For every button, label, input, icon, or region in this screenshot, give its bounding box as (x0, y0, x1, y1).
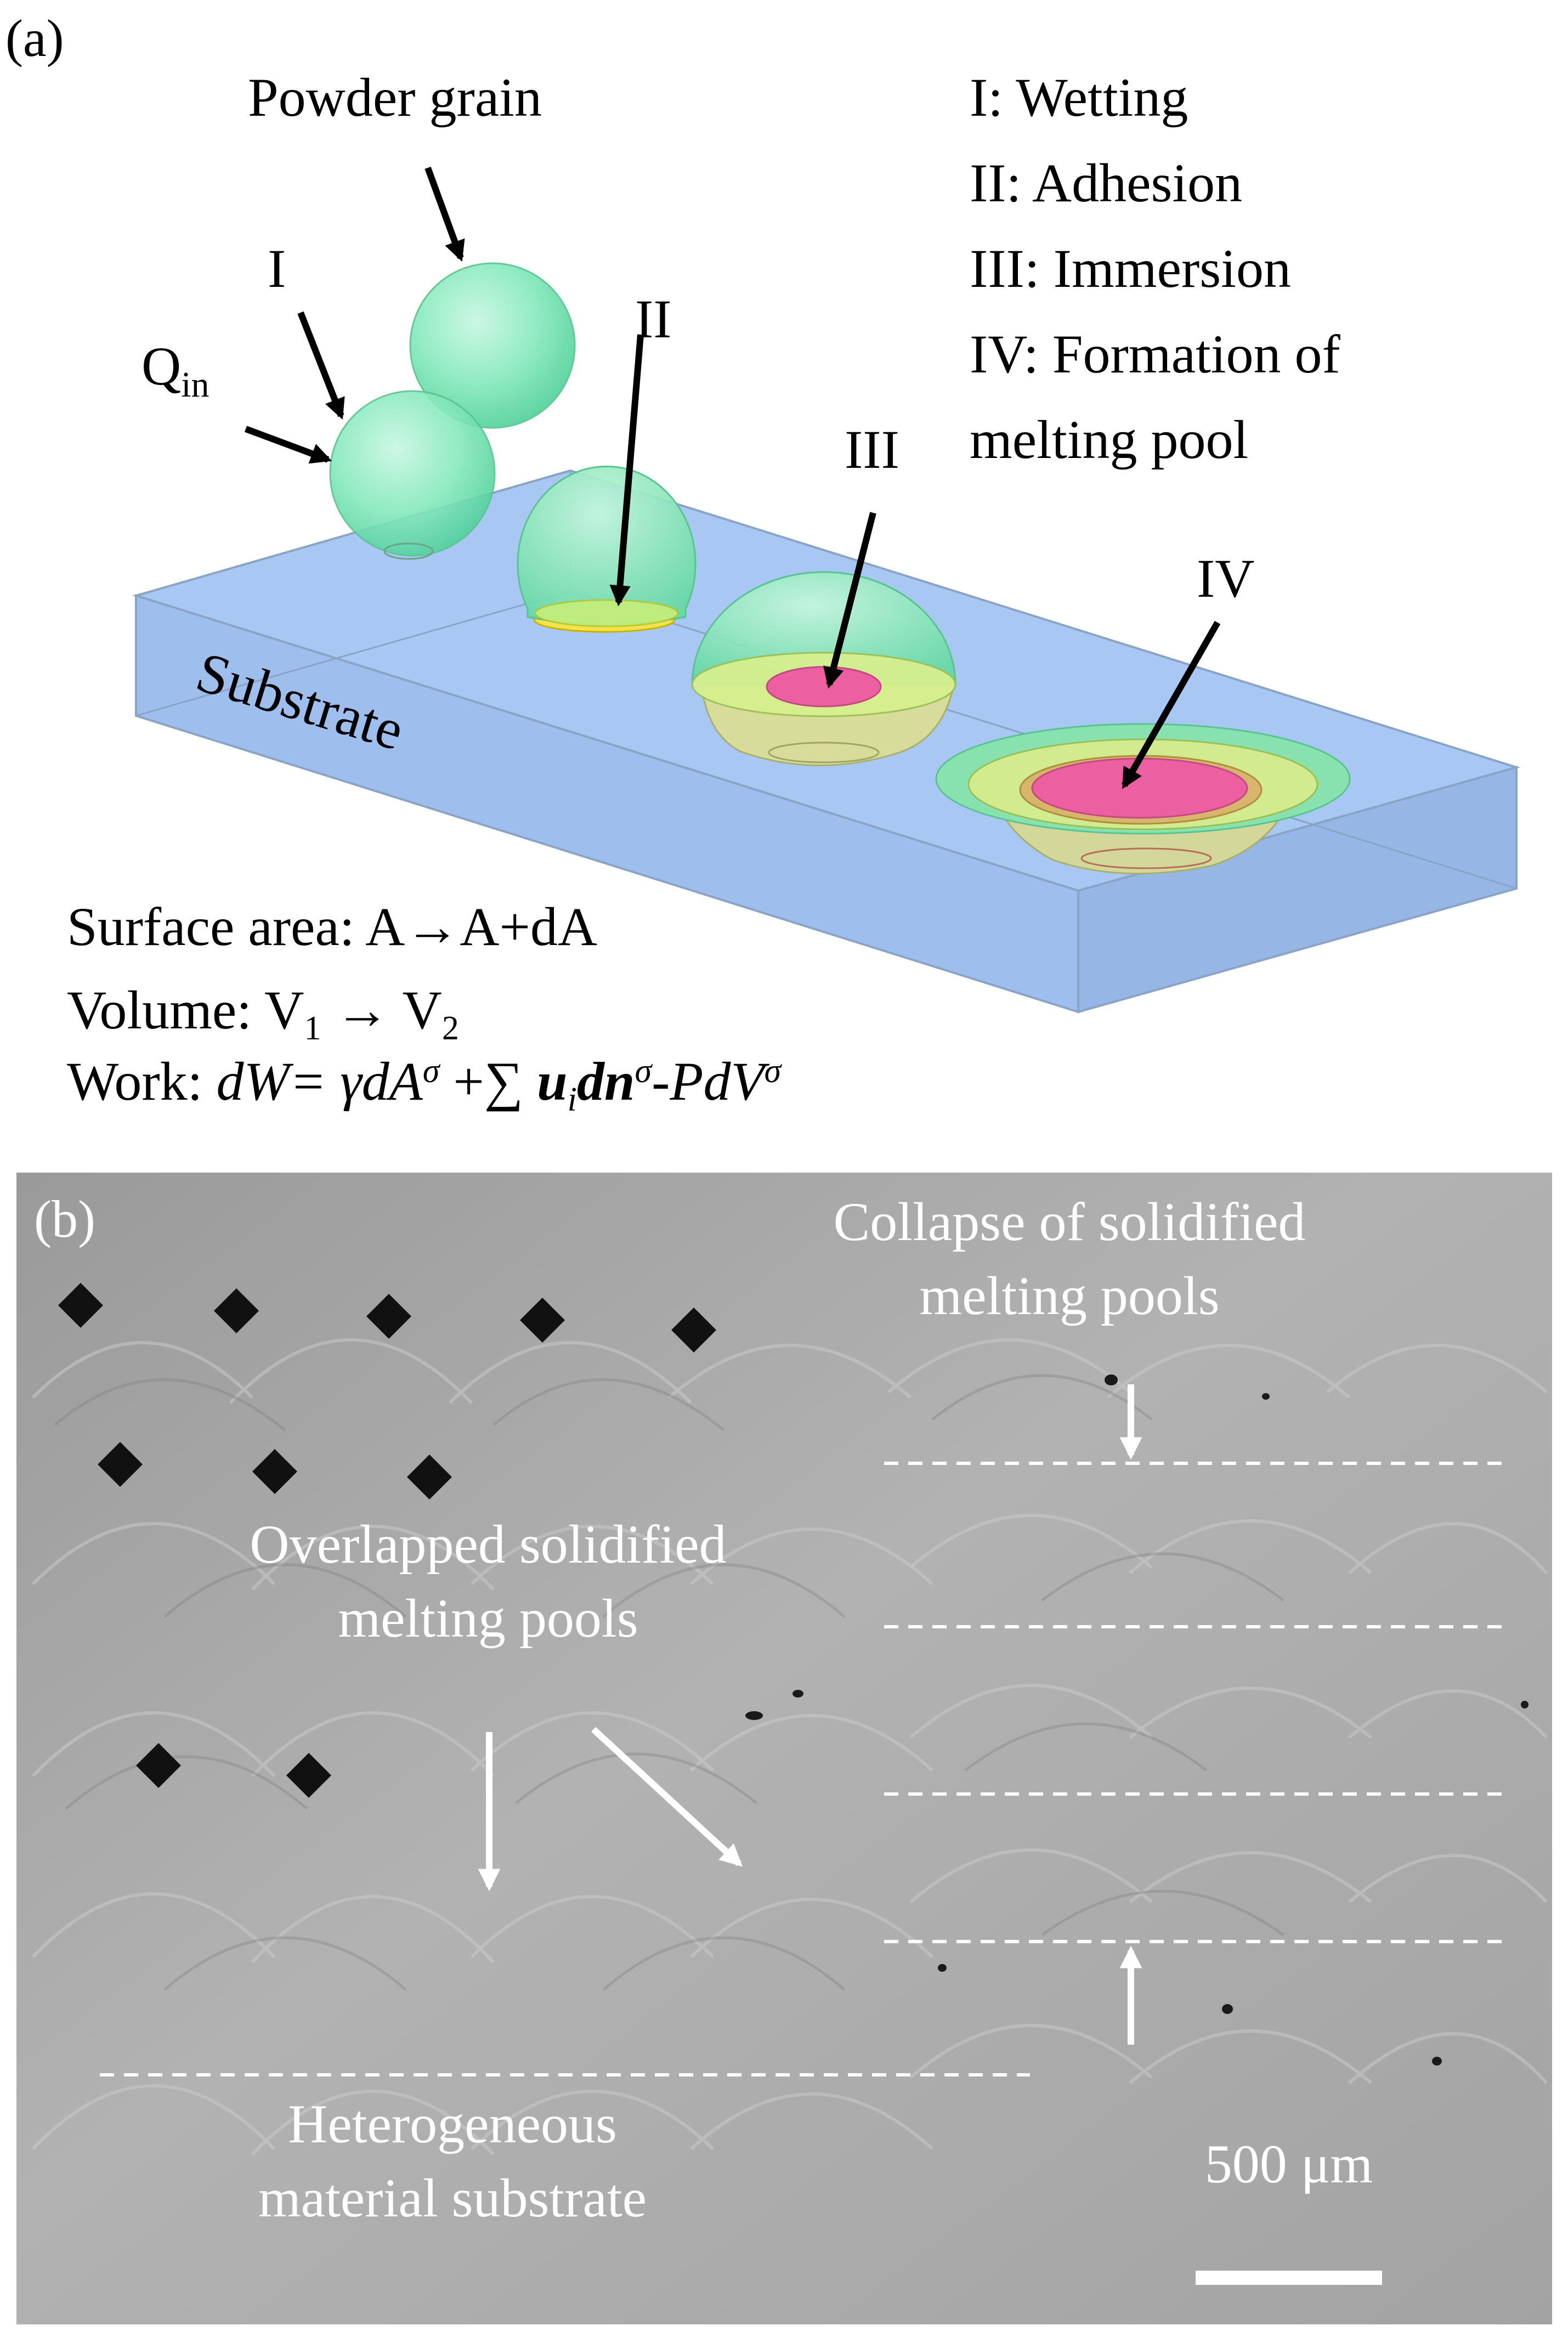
powder-grain-label: Powder grain (248, 67, 542, 128)
powder-grain-lower (329, 390, 496, 557)
stage-ii-marker: II (635, 288, 672, 349)
panel-b-tag: (b) (34, 1190, 95, 1248)
work-dn: dn (576, 1051, 635, 1112)
surface-area-eq: Surface area: A→A+dA (67, 896, 598, 957)
legend-item: melting pool (970, 409, 1249, 470)
q-symbol: Q (141, 336, 182, 397)
collapse-label: Collapse of solidified melting pools (833, 1191, 1306, 1326)
panel-a-schematic: Substrate (132, 166, 1521, 1014)
arrow-stage-ii (609, 334, 644, 607)
pore-specks (745, 1374, 1529, 2066)
work-eq-a: dW= γdA (216, 1051, 423, 1112)
stage-iv-pool (935, 723, 1351, 875)
panel-b-micrograph (16, 1173, 1552, 2324)
work-sup-c: σ (764, 1053, 782, 1090)
work-sup-a: σ (422, 1053, 440, 1090)
stage-legend: I: Wetting II: Adhesion III: Immersion I… (970, 70, 1340, 498)
volume-sub-2: 2 (441, 1010, 459, 1047)
work-sup-b: σ (635, 1053, 652, 1090)
work-pdv: -PdV (652, 1051, 765, 1112)
stage-ii-droplet (517, 465, 697, 633)
legend-item: III: Immersion (970, 238, 1291, 299)
work-u: u (537, 1051, 568, 1112)
q-in-label: Qin (141, 339, 210, 403)
volume-arrow: → V (321, 980, 442, 1040)
stage-i-marker: I (268, 238, 286, 299)
substrate-bottom-label: Heterogeneous material substrate (258, 2093, 647, 2228)
layer-boundaries (100, 1462, 1503, 2076)
scale-bar-label: 500 μm (1204, 2134, 1373, 2194)
arrow-stage-iv (1121, 621, 1221, 789)
panel-a-tag: (a) (5, 9, 64, 67)
overlap-arrow-diagonal (591, 1727, 743, 1867)
volume-eq: Volume: V1 → V2 (67, 980, 459, 1047)
legend-item: IV: Formation of (970, 324, 1340, 384)
legend-item: II: Adhesion (970, 152, 1243, 213)
melt-pool-arcs (31, 1338, 1548, 2156)
q-subscript: in (181, 365, 210, 405)
volume-sub-1: 1 (304, 1010, 321, 1047)
work-sum: +∑ (439, 1051, 537, 1112)
volume-prefix: Volume: V (67, 980, 304, 1040)
arrow-stage-iii (823, 512, 876, 689)
stage-iii-marker: III (845, 419, 899, 480)
powder-grain-upper (409, 262, 576, 429)
work-prefix: Work: (67, 1051, 217, 1112)
legend-item: I: Wetting (970, 67, 1188, 128)
overlap-label: Overlapped solidified melting pools (250, 1514, 727, 1649)
arrow-to-grain (424, 166, 465, 262)
arrow-stage-i (297, 311, 345, 420)
melt-pool-shadows (54, 1374, 1284, 1991)
stage-iv-marker: IV (1197, 548, 1255, 609)
arrow-q-in (244, 426, 332, 464)
work-eq: Work: dW= γdAσ +∑ uidnσ-PdVσ (67, 1054, 781, 1117)
work-u-sub: i (567, 1081, 577, 1118)
